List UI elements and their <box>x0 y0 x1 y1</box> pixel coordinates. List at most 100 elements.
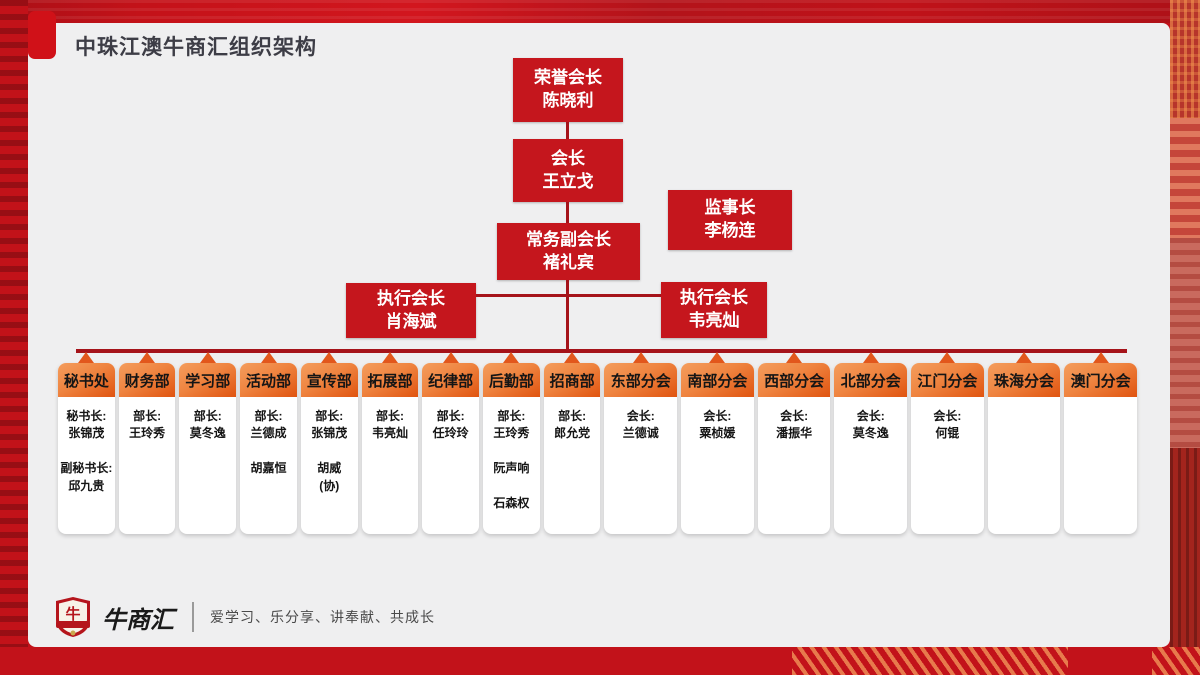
connector-horizontal-main <box>76 349 1127 353</box>
org-card-zhuhai: 珠海分会 <box>987 352 1061 534</box>
role-label: 荣誉会长 <box>534 68 602 88</box>
org-card-mishuchu: 秘书处 秘书长: 张锦茂 副秘书长: 邱九贵 <box>58 352 115 534</box>
card-members: 会长: 粟桢媛 <box>699 409 736 441</box>
card-members: 会长: 何锟 <box>933 409 962 441</box>
role-label: 常务副会长 <box>526 229 611 249</box>
title-accent-chip <box>28 11 56 59</box>
card-members: 部长: 莫冬逸 <box>189 409 226 441</box>
card-members <box>988 397 1061 419</box>
card-members: 部长: 郎允党 <box>554 409 591 441</box>
card-members: 部长: 张锦茂 胡威 (协) <box>311 409 348 493</box>
org-box-executive-president-left: 执行会长 肖海斌 <box>346 283 476 338</box>
card-title: 北部分会 <box>834 363 908 397</box>
card-title: 财务部 <box>118 363 176 397</box>
card-members: 会长: 莫冬逸 <box>852 409 889 441</box>
card-notch-icon <box>442 352 459 363</box>
person-name: 王立戈 <box>542 171 594 191</box>
role-label: 会长 <box>551 148 585 168</box>
card-title: 宣传部 <box>300 363 358 397</box>
card-notch-icon <box>564 352 581 363</box>
page-title: 中珠江澳牛商汇组织架构 <box>75 36 317 59</box>
card-members: 部长: 王玲秀 <box>129 409 166 441</box>
card-members: 部长: 韦亮灿 <box>371 409 408 441</box>
org-card-nanbufenhui: 南部分会 会长: 粟桢媛 <box>681 352 754 534</box>
card-notch-icon <box>862 352 879 363</box>
card-title: 秘书处 <box>58 363 115 397</box>
connector-vertical-3 <box>566 280 569 350</box>
card-title: 澳门分会 <box>1064 363 1137 397</box>
card-notch-icon <box>139 352 156 363</box>
footer: 牛 牛商汇 爱学习、乐分享、讲奉献、共成长 <box>54 596 435 638</box>
card-title: 珠海分会 <box>987 363 1061 397</box>
card-title: 后勤部 <box>483 363 540 397</box>
card-members: 部长: 兰德成 胡嘉恒 <box>250 409 287 476</box>
brand-name: 牛商汇 <box>102 604 174 634</box>
org-card-tuozhanbu: 拓展部 部长: 韦亮灿 <box>361 352 419 534</box>
person-name: 李杨连 <box>704 221 756 240</box>
card-members: 部长: 任玲玲 <box>432 409 469 441</box>
connector-vertical-2 <box>566 202 569 223</box>
card-notch-icon <box>78 352 95 363</box>
card-notch-icon <box>503 352 520 363</box>
card-members: 秘书长: 张锦茂 副秘书长: 邱九贵 <box>60 409 113 493</box>
left-border-pattern <box>0 0 28 675</box>
person-name: 肖海斌 <box>385 311 437 331</box>
card-notch-icon <box>709 352 726 363</box>
person-name: 韦亮灿 <box>688 311 740 330</box>
org-card-jilvbu: 纪律部 部长: 任玲玲 <box>422 352 480 534</box>
top-border-pattern <box>0 0 1200 23</box>
card-title: 学习部 <box>179 363 237 397</box>
card-title: 南部分会 <box>681 363 754 397</box>
org-box-executive-president-right: 执行会长 韦亮灿 <box>661 282 767 338</box>
org-box-supervisor: 监事长 李杨连 <box>668 190 792 250</box>
card-notch-icon <box>632 352 649 363</box>
card-notch-icon <box>1092 352 1109 363</box>
card-members: 会长: 潘振华 <box>776 409 813 441</box>
org-card-houqinbu: 后勤部 部长: 王玲秀 阮声响 石森权 <box>483 352 540 534</box>
card-members: 会长: 兰德诚 <box>622 409 659 441</box>
card-title: 东部分会 <box>604 363 678 397</box>
org-card-zhaoshangbu: 招商部 部长: 郎允党 <box>543 352 601 534</box>
niushanghui-shield-logo-icon: 牛 <box>56 597 90 637</box>
card-notch-icon <box>199 352 216 363</box>
person-name: 褚礼宾 <box>543 252 594 272</box>
org-card-aomen: 澳门分会 <box>1064 352 1137 534</box>
card-title: 活动部 <box>240 363 297 397</box>
content-panel <box>28 23 1170 647</box>
org-card-xuanchuanbu: 宣传部 部长: 张锦茂 胡威 (协) <box>300 352 358 534</box>
footer-slogan: 爱学习、乐分享、讲奉献、共成长 <box>210 609 435 625</box>
card-title: 纪律部 <box>422 363 480 397</box>
org-box-executive-vice-president: 常务副会长 褚礼宾 <box>497 223 640 280</box>
footer-divider <box>192 602 194 632</box>
card-notch-icon <box>786 352 803 363</box>
role-label: 监事长 <box>704 198 756 218</box>
card-notch-icon <box>381 352 398 363</box>
org-box-president: 会长 王立戈 <box>513 139 623 202</box>
card-title: 西部分会 <box>757 363 831 397</box>
org-card-caiwubu: 财务部 部长: 王玲秀 <box>118 352 176 534</box>
card-members: 部长: 王玲秀 阮声响 石森权 <box>493 409 530 510</box>
role-label: 执行会长 <box>377 288 445 308</box>
connector-horizontal-exec <box>476 294 661 297</box>
org-card-xuexibu: 学习部 部长: 莫冬逸 <box>179 352 237 534</box>
card-notch-icon <box>1015 352 1032 363</box>
card-notch-icon <box>939 352 956 363</box>
right-border-pattern <box>1170 0 1200 675</box>
org-card-beibufenhui: 北部分会 会长: 莫冬逸 <box>834 352 908 534</box>
org-card-huodongbu: 活动部 部长: 兰德成 胡嘉恒 <box>240 352 297 534</box>
person-name: 陈晓利 <box>542 91 594 110</box>
card-title: 江门分会 <box>911 363 984 397</box>
card-title: 拓展部 <box>361 363 419 397</box>
card-members <box>1064 397 1137 419</box>
card-notch-icon <box>321 352 338 363</box>
departments-row: 秘书处 秘书长: 张锦茂 副秘书长: 邱九贵 财务部 部长: 王玲秀 学习部 部… <box>58 350 1137 534</box>
org-card-dongbufenhui: 东部分会 会长: 兰德诚 <box>604 352 678 534</box>
org-box-honorary-president: 荣誉会长 陈晓利 <box>513 58 623 122</box>
bottom-border-pattern <box>0 647 1200 675</box>
org-card-jiangmen: 江门分会 会长: 何锟 <box>911 352 984 534</box>
svg-text:牛: 牛 <box>65 605 80 623</box>
connector-vertical-1 <box>566 122 569 139</box>
card-title: 招商部 <box>543 363 601 397</box>
org-card-xibufenhui: 西部分会 会长: 潘振华 <box>757 352 831 534</box>
